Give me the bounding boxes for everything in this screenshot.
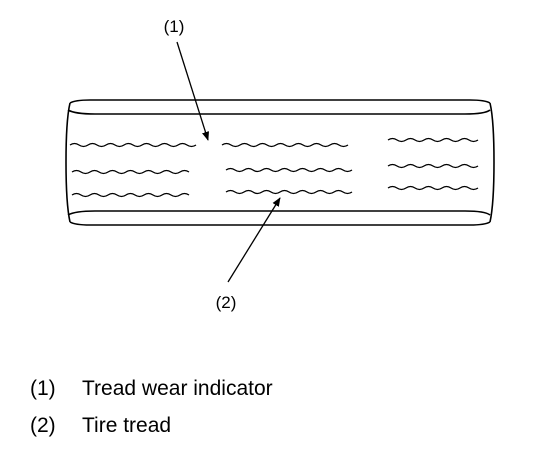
callout-1-label: (1) [164,17,185,36]
legend-number: (1) [30,377,56,400]
tread-grooves [69,137,479,198]
tread-groove-line [225,189,353,195]
legend-label: Tread wear indicator [82,377,273,400]
legend-item: (1) Tread wear indicator [30,370,273,407]
tread-groove-line [71,192,190,198]
legend-number: (2) [30,414,56,437]
legend: (1) Tread wear indicator (2) Tire tread [30,370,273,444]
tire-outline [65,99,495,226]
tire-tread-diagram: (1) (2) [65,17,495,312]
tread-groove-line [69,142,197,148]
callout-2-label: (2) [216,293,237,312]
callout-1-arrow [176,41,210,141]
legend-item: (2) Tire tread [30,407,273,444]
tread-groove-line [225,167,353,173]
tread-groove-line [387,185,479,191]
tread-groove-line [71,169,190,175]
tread-groove-line [221,142,349,148]
callout-2-arrow [227,197,281,283]
legend-label: Tire tread [82,414,172,437]
tread-groove-line [387,163,479,169]
tread-groove-line [387,137,479,143]
